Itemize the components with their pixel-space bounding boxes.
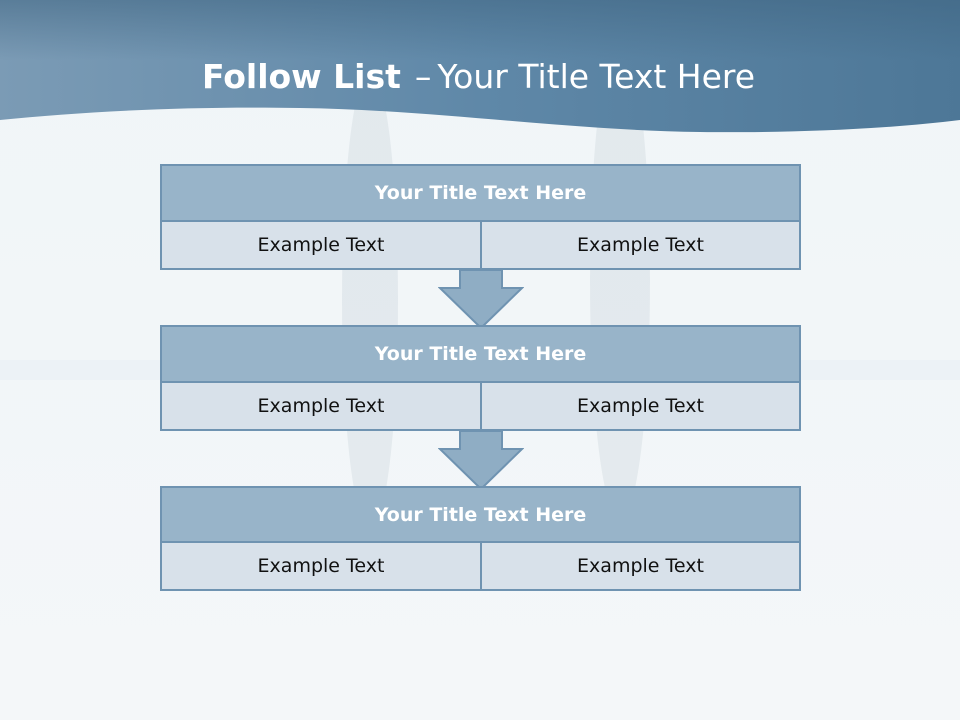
down-arrow-2 (438, 431, 524, 491)
slide-title: Follow List–Your Title Text Here (202, 55, 755, 99)
block-cell-right: Example Text (480, 220, 801, 270)
block-title: Your Title Text Here (160, 486, 801, 543)
slide-title-rest: Your Title Text Here (437, 57, 756, 96)
block-title: Your Title Text Here (160, 164, 801, 222)
slide-title-separator: – (414, 57, 432, 96)
block-cell-left: Example Text (160, 381, 482, 431)
down-arrow-1 (438, 270, 524, 330)
block-cell-left: Example Text (160, 541, 482, 591)
block-title: Your Title Text Here (160, 325, 801, 383)
block-cell-left: Example Text (160, 220, 482, 270)
slide-title-bold: Follow List (202, 57, 401, 96)
block-cell-right: Example Text (480, 541, 801, 591)
block-cell-right: Example Text (480, 381, 801, 431)
